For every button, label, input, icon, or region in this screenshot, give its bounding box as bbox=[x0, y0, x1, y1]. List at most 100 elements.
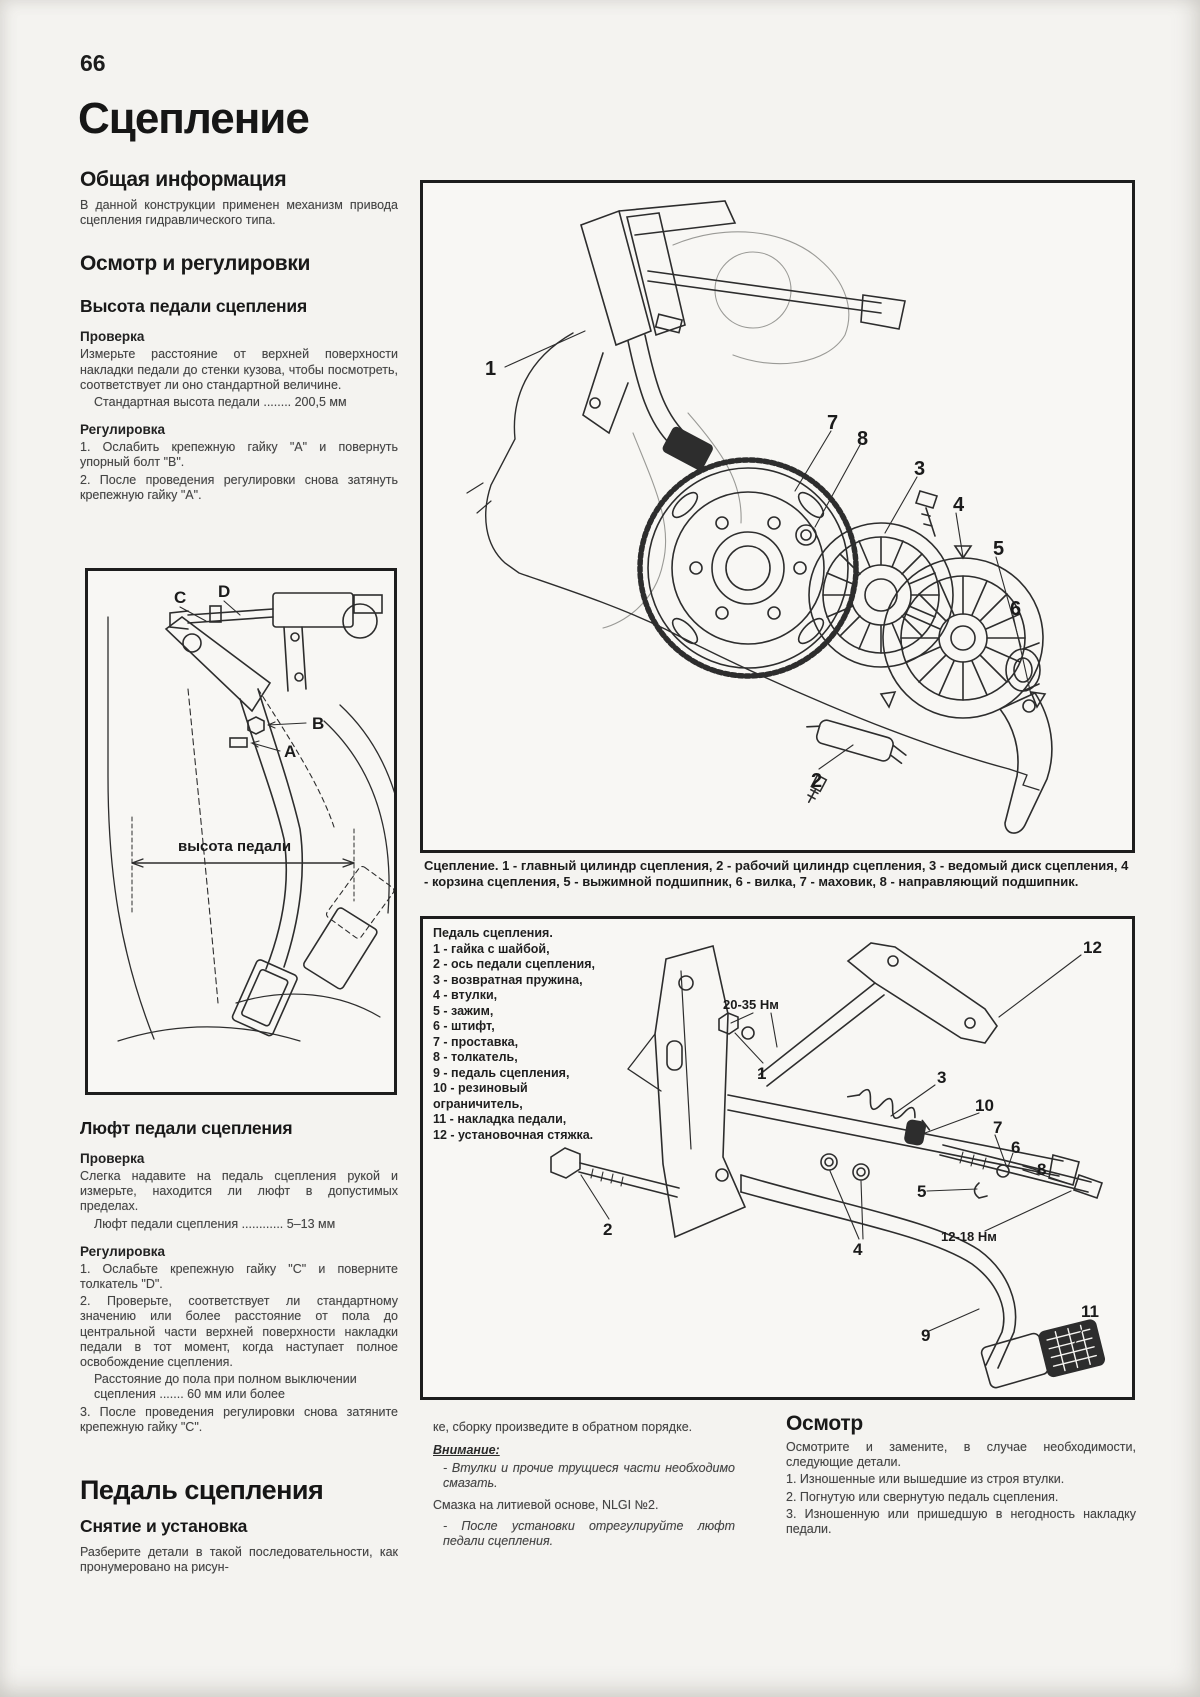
chapter-title: Сцепление bbox=[78, 94, 310, 143]
firewall-line bbox=[107, 616, 155, 1040]
general-info-heading: Общая информация bbox=[80, 168, 287, 191]
callout-11: 11 bbox=[1081, 1302, 1099, 1321]
callout-1: 1 bbox=[485, 358, 496, 380]
inspection-adjust-heading: Осмотр и регулировки bbox=[80, 252, 311, 276]
page-number: 66 bbox=[80, 50, 106, 76]
measure-line bbox=[131, 816, 355, 916]
pedal-pad-base bbox=[980, 1332, 1049, 1389]
callout-3: 3 bbox=[937, 1068, 946, 1087]
leader-lines bbox=[504, 330, 1032, 770]
callout-5: 5 bbox=[993, 538, 1004, 560]
free-play-check-body: Слегка надавите на педаль сцепления руко… bbox=[80, 1169, 398, 1214]
leader-lines bbox=[179, 600, 307, 752]
torque-label-1: 20-35 Нм bbox=[723, 997, 779, 1012]
callout-8: 8 bbox=[857, 428, 868, 450]
part-item: 2 - ось педали сцепления, bbox=[433, 957, 595, 971]
callout-6: 6 bbox=[1010, 598, 1021, 620]
callout-2: 2 bbox=[603, 1220, 612, 1239]
part-item: 4 - втулки, bbox=[433, 988, 498, 1002]
part-item: 3 - возвратная пружина, bbox=[433, 972, 583, 987]
free-play-step: 1. Ослабьте крепежную гайку "С" и поверн… bbox=[80, 1261, 398, 1292]
pedal-arm-released bbox=[257, 688, 335, 828]
figure-pedal-height: C D B A высота педали bbox=[85, 568, 397, 1095]
part-item: 12 - установочная стяжка. bbox=[433, 1127, 594, 1142]
callout-2: 2 bbox=[811, 770, 822, 792]
callout-4: 4 bbox=[853, 1240, 863, 1259]
pedal-height-step: 2. После проведения регулировки снова за… bbox=[80, 472, 398, 502]
small-parts bbox=[973, 1164, 1041, 1199]
pedal-height-check-heading: Проверка bbox=[80, 329, 145, 345]
pedal-arm bbox=[740, 1174, 1017, 1369]
grease-spec: Смазка на литиевой основе, NLGI №2. bbox=[433, 1497, 659, 1512]
pedal-assembly-drawing: 12 20-35 Нм 1 3 10 7 6 8 5 2 12-18 Нм 4 … bbox=[550, 938, 1106, 1389]
part-item: 9 - педаль сцепления, bbox=[433, 1065, 570, 1080]
measure-label: высота педали bbox=[178, 838, 291, 855]
callout-6: 6 bbox=[1011, 1138, 1020, 1157]
continuation-column: ке, сборку произведите в обратном порядк… bbox=[433, 1420, 735, 1551]
dash-panel-curve bbox=[323, 720, 390, 914]
inspection-body: Осмотрите и замените, в случае необходим… bbox=[786, 1440, 1136, 1470]
bolt bbox=[914, 490, 939, 537]
pedal-height-spec: Стандартная высота педали ........ 200,5… bbox=[94, 395, 347, 410]
callout-1: 1 bbox=[757, 1064, 766, 1083]
bushings bbox=[820, 1153, 870, 1181]
callout-9: 9 bbox=[921, 1326, 930, 1345]
clutch-pedal-pad bbox=[231, 959, 298, 1037]
floor-line bbox=[235, 993, 381, 1018]
inspection-item: 3. Изношенную или пришедшую в негодность… bbox=[786, 1506, 1136, 1537]
pedal-bracket bbox=[627, 945, 747, 1239]
clutch-disc bbox=[808, 522, 954, 668]
pedal-rubber-pad bbox=[1038, 1319, 1106, 1378]
general-info-body: В данной конструкции применен механизм п… bbox=[80, 198, 398, 228]
free-play-heading: Люфт педали сцепления bbox=[80, 1118, 293, 1138]
pedal-parts-list: Педаль сцепления. 1 - гайка с шайбой, 2 … bbox=[433, 926, 605, 1143]
continuation-body: ке, сборку произведите в обратном порядк… bbox=[433, 1420, 693, 1434]
part-item: 11 - накладка педали, bbox=[433, 1112, 567, 1126]
label-b: B bbox=[312, 714, 324, 733]
removal-heading: Снятие и установка bbox=[80, 1516, 248, 1536]
inspection-item: 2. Погнутую или свернутую педаль сцеплен… bbox=[786, 1489, 1059, 1504]
clutch-pedal-heading: Педаль сцепления bbox=[80, 1475, 324, 1505]
free-play-step3: 3. После проведения регулировки снова за… bbox=[80, 1404, 398, 1434]
figure-pedal-assembly: Педаль сцепления. 1 - гайка с шайбой, 2 … bbox=[420, 916, 1135, 1400]
note-item: - Втулки и прочие трущиеся части необход… bbox=[443, 1461, 735, 1491]
floor-line bbox=[117, 1026, 301, 1042]
disc-spokes bbox=[822, 536, 940, 654]
free-play-spec2: Расстояние до пола при полном выключении… bbox=[94, 1372, 357, 1402]
callout-4: 4 bbox=[953, 494, 965, 516]
free-play-adjust-heading: Регулировка bbox=[80, 1243, 166, 1259]
pushrod bbox=[939, 1144, 1104, 1200]
part-item: 10 - резиновый ограничитель, bbox=[433, 1081, 528, 1111]
label-d: D bbox=[218, 582, 230, 601]
figure-clutch-assembly: 1 7 8 3 4 5 6 2 bbox=[420, 180, 1135, 853]
clutch-assembly-drawing: 1 7 8 3 4 5 6 2 bbox=[466, 200, 1053, 834]
callout-8: 8 bbox=[1037, 1160, 1046, 1179]
inspection-item: 1. Изношенные или вышедшие из строя втул… bbox=[786, 1472, 1065, 1487]
clutch-figure-caption: Сцепление. 1 - главный цилиндр сцепления… bbox=[424, 858, 1129, 889]
master-cylinder bbox=[272, 592, 383, 692]
pedal-pad-alt bbox=[326, 866, 394, 939]
pedal-height-adjust-heading: Регулировка bbox=[80, 422, 166, 438]
part-item: 5 - зажим, bbox=[433, 1003, 494, 1018]
pivot-bolt bbox=[550, 1147, 680, 1198]
pedal-height-check-body: Измерьте расстояние от верхней поверхнос… bbox=[80, 347, 398, 392]
pedal-bracket bbox=[164, 616, 272, 713]
pushrod bbox=[169, 605, 274, 630]
part-item: 1 - гайка с шайбой, bbox=[433, 941, 550, 956]
pilot-bearing bbox=[795, 524, 817, 546]
return-spring bbox=[846, 1088, 931, 1131]
pedal-height-step: 1. Ослабить крепежную гайку "А" и поверн… bbox=[80, 440, 398, 470]
plate-fins bbox=[900, 575, 1026, 701]
callout-7: 7 bbox=[827, 412, 838, 434]
rubber-stopper bbox=[904, 1119, 926, 1146]
dash-panel-curve bbox=[339, 704, 394, 794]
callout-3: 3 bbox=[914, 458, 925, 480]
inspection-column: Осмотр Осмотрите и замените, в случае не… bbox=[786, 1412, 1136, 1539]
pipe-clip bbox=[466, 482, 492, 514]
slave-cylinder bbox=[806, 719, 907, 765]
label-a: A bbox=[284, 742, 296, 761]
left-column-removal: Педаль сцепления Снятие и установка Разб… bbox=[80, 1475, 398, 1577]
part-item: 6 - штифт, bbox=[433, 1019, 495, 1033]
parts-title: Педаль сцепления. bbox=[433, 926, 553, 940]
note-item: - После установки отрегулируйте люфт пед… bbox=[443, 1518, 735, 1549]
